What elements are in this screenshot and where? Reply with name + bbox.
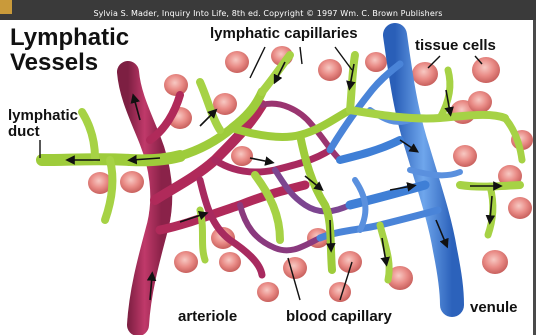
lymphatic-vessel: [350, 110, 505, 118]
tissue-cell: [219, 252, 241, 272]
tissue-cell: [257, 282, 279, 302]
flow-arrow: [330, 220, 331, 248]
label-arteriole: arteriole: [178, 309, 237, 325]
leader-line: [250, 47, 265, 78]
label-lymphatic-duct-line1: lymphatic: [8, 108, 78, 124]
label-lymphatic-duct: lymphatic duct: [8, 108, 78, 140]
lymphatic-vessel: [440, 70, 450, 118]
tissue-cell: [468, 91, 492, 113]
leader-line: [300, 47, 302, 64]
label-tissue-cells: tissue cells: [415, 38, 496, 54]
tissue-cell: [120, 171, 144, 193]
tissue-cell: [213, 93, 237, 115]
label-lymphatic-duct-line2: duct: [8, 124, 78, 140]
title-line-1: Lymphatic: [10, 25, 129, 50]
tissue-cell: [508, 197, 532, 219]
label-venule: venule: [470, 300, 518, 316]
tissue-cell: [174, 251, 198, 273]
lymphatic-vessel: [200, 210, 205, 260]
tissue-cell: [283, 257, 307, 279]
tissue-cell: [453, 145, 477, 167]
tissue-cell: [472, 57, 500, 83]
flow-arrow: [250, 158, 270, 162]
lymphatic-vessel: [82, 112, 95, 158]
title-line-2: Vessels: [10, 50, 129, 75]
tissue-cell: [164, 74, 188, 96]
tissue-cell: [225, 51, 249, 73]
tissue-cell: [365, 52, 387, 72]
tissue-cell: [412, 62, 438, 86]
arteriole-branch: [160, 185, 305, 230]
tissue-cell: [482, 250, 508, 274]
venule-branch: [330, 64, 400, 150]
lymphatic-vessel: [255, 175, 280, 240]
label-lymphatic-capillaries: lymphatic capillaries: [210, 26, 358, 42]
lymphatic-vessel: [505, 118, 522, 160]
diagram-title: Lymphatic Vessels: [10, 25, 129, 75]
tissue-cell: [318, 59, 342, 81]
venule-branch: [340, 140, 400, 160]
tissue-cell: [231, 146, 253, 166]
label-blood-capillary: blood capillary: [286, 309, 392, 325]
